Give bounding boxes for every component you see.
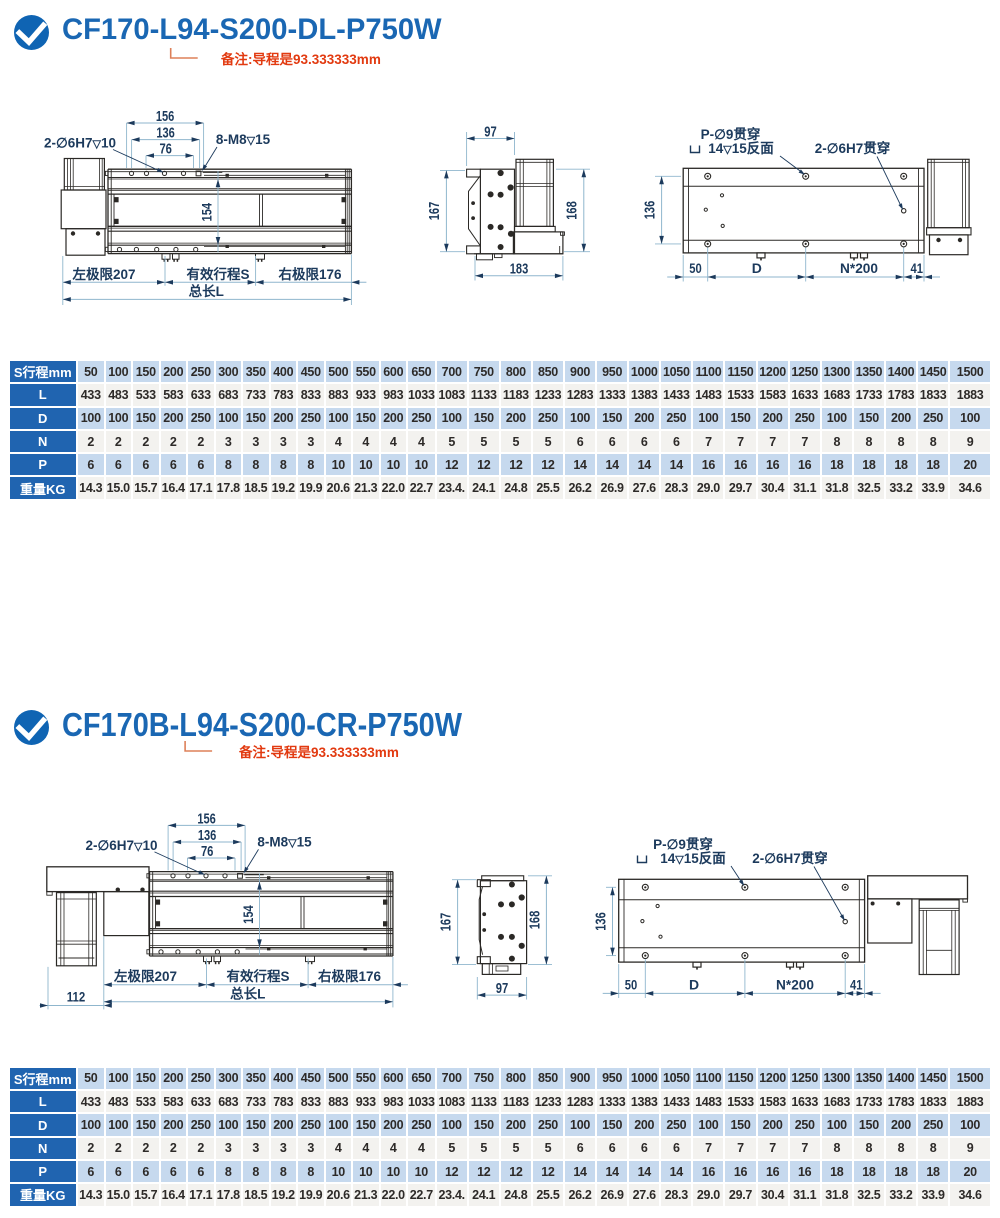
svg-text:136: 136 [156,126,175,142]
svg-text:有效行程S: 有效行程S [226,968,289,984]
svg-text:2-∅6H7贯穿: 2-∅6H7贯穿 [815,140,891,156]
svg-text:168: 168 [527,911,543,930]
svg-text:有效行程S: 有效行程S [186,266,249,282]
svg-text:136: 136 [198,828,217,844]
svg-text:备注:导程是93.333333mm: 备注:导程是93.333333mm [238,744,399,760]
svg-text:总长L: 总长L [189,283,224,299]
svg-text:136: 136 [642,201,658,220]
svg-text:P-∅9贯穿: P-∅9贯穿 [701,126,761,142]
svg-text:总长L: 总长L [230,985,265,1001]
svg-text:167: 167 [439,913,455,932]
svg-text:112: 112 [67,989,86,1005]
svg-text:50: 50 [625,976,638,992]
svg-text:154: 154 [240,905,256,924]
svg-text:2-∅6H7贯穿: 2-∅6H7贯穿 [752,850,828,866]
svg-text:41: 41 [850,976,863,992]
svg-text:76: 76 [159,142,172,158]
svg-text:P-∅9贯穿: P-∅9贯穿 [653,836,713,852]
svg-text:156: 156 [156,109,175,125]
svg-text:备注:导程是93.333333mm: 备注:导程是93.333333mm [220,51,381,67]
svg-text:136: 136 [593,912,609,931]
svg-text:154: 154 [199,203,215,222]
svg-text:D: D [752,260,762,276]
svg-text:97: 97 [484,124,497,140]
svg-text:右极限176: 右极限176 [278,266,342,282]
svg-text:D: D [689,976,699,992]
svg-text:N*200: N*200 [840,260,878,276]
svg-text:右极限176: 右极限176 [318,968,382,984]
svg-text:左极限207: 左极限207 [71,266,135,282]
svg-text:97: 97 [496,981,509,997]
svg-text:8-M8▽15: 8-M8▽15 [216,132,271,147]
svg-text:14▽15反面: 14▽15反面 [708,140,774,156]
svg-text:156: 156 [197,811,216,827]
svg-text:168: 168 [565,201,581,220]
svg-text:8-M8▽15: 8-M8▽15 [257,834,312,849]
svg-text:14▽15反面: 14▽15反面 [660,850,726,866]
svg-text:50: 50 [689,260,702,276]
svg-text:N*200: N*200 [776,976,814,992]
svg-text:2-∅6H7▽10: 2-∅6H7▽10 [85,838,157,853]
svg-text:左极限207: 左极限207 [113,968,177,984]
svg-text:41: 41 [911,260,924,276]
svg-text:2-∅6H7▽10: 2-∅6H7▽10 [44,136,116,151]
svg-text:76: 76 [201,844,214,860]
svg-text:167: 167 [427,202,443,221]
svg-text:183: 183 [510,261,529,277]
